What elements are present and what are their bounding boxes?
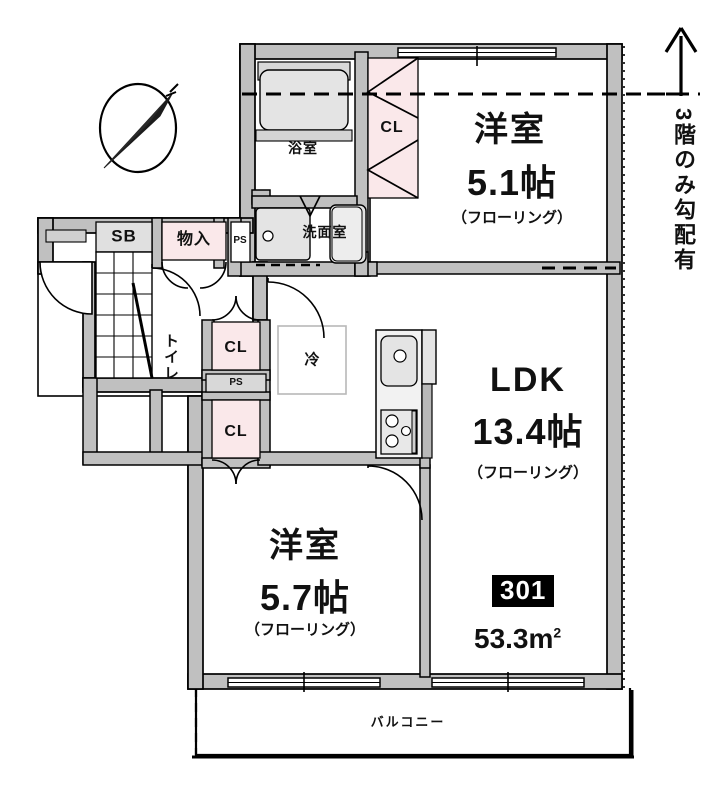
tag-shoe-box: SB	[111, 226, 137, 246]
slope-note-label: 3階のみ勾配有	[671, 108, 696, 274]
bathtub-fixture	[255, 61, 353, 142]
unit-number-badge: 301	[492, 575, 555, 607]
slope-direction-arrow	[647, 27, 698, 96]
unit-area-superscript: 2	[553, 624, 562, 641]
fridge-space	[277, 325, 347, 395]
room-name-bedroom-north: 洋室	[474, 111, 546, 149]
room-floor-bedroom-north: （フローリング）	[451, 209, 573, 227]
door-swings	[39, 57, 423, 521]
room-label-bath: 浴室	[288, 140, 318, 156]
room-name-ldk: LDK	[490, 361, 566, 399]
room-floor-bedroom-south: （フローリング）	[244, 621, 366, 639]
utility-boxes	[45, 221, 267, 393]
tag-fridge: 冷	[304, 351, 320, 369]
compass-icon	[98, 82, 179, 174]
washing-machine-space	[329, 204, 367, 264]
balcony-area	[192, 688, 634, 759]
room-label-washroom: 洗面室	[302, 224, 348, 240]
room-label-balcony: バルコニー	[370, 714, 446, 730]
unit-area-label: 53.3m2	[474, 625, 561, 653]
room-floor-ldk: （フローリング）	[467, 464, 589, 482]
tag-closet-north: CL	[380, 119, 404, 136]
room-label-toilet: トイレ	[162, 333, 179, 381]
room-name-bedroom-south: 洋室	[269, 527, 341, 565]
tag-closet-mid: CL	[224, 339, 248, 356]
room-size-ldk: 13.4帖	[472, 411, 584, 452]
tag-pipe-space-mid: PS	[229, 377, 243, 388]
washbasin-fixture	[255, 207, 311, 261]
room-size-bedroom-south: 5.7帖	[259, 577, 351, 618]
tag-closet-south: CL	[224, 423, 248, 440]
slope-dashed-lines	[242, 92, 700, 270]
entry-tile-grid	[95, 251, 154, 379]
tag-pipe-space-top: PS	[233, 235, 247, 246]
windows	[227, 46, 585, 692]
room-size-bedroom-north: 5.1帖	[466, 162, 558, 203]
tag-storage: 物入	[176, 231, 212, 248]
kitchen-counter	[375, 329, 437, 459]
unit-area-value: 53.3m	[474, 623, 554, 654]
